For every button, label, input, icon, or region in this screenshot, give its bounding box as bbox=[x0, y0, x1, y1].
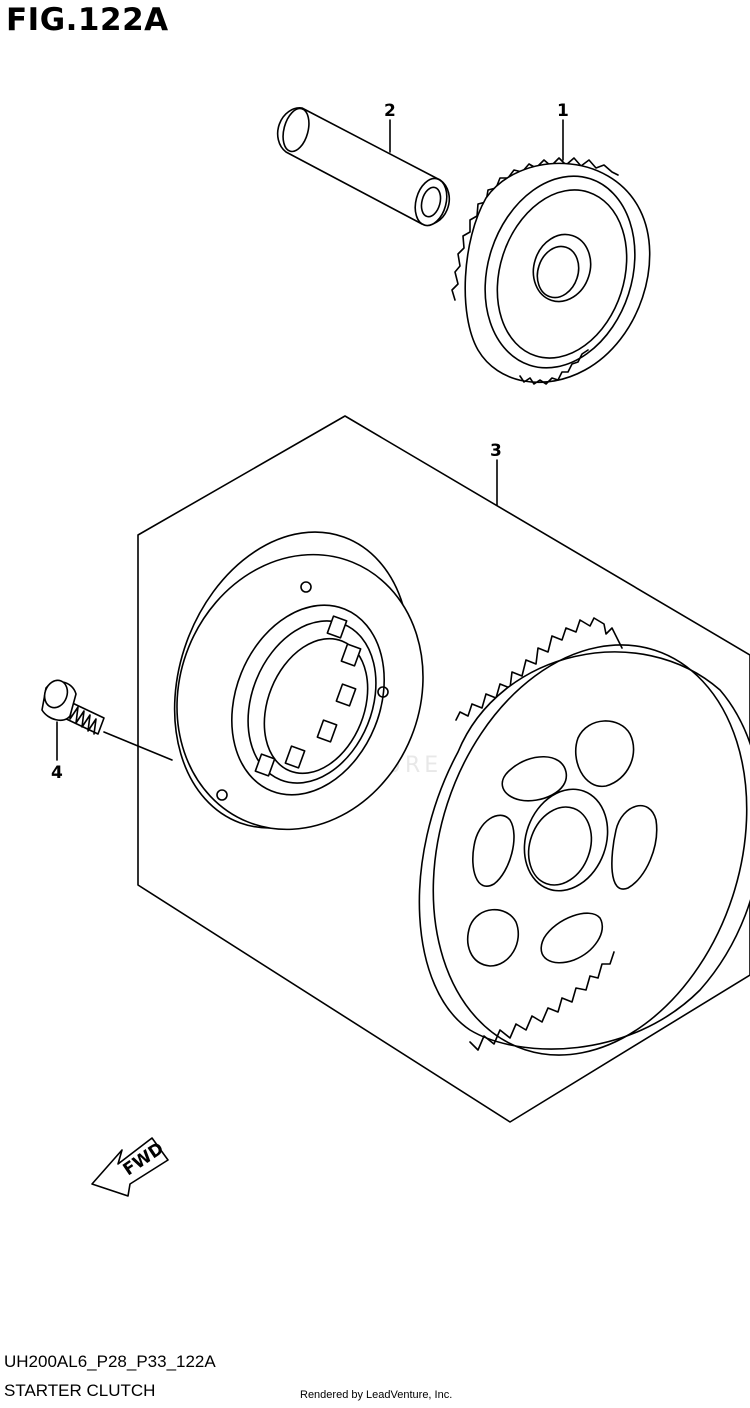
callout-3[interactable]: 3 bbox=[490, 441, 502, 461]
model-code: UH200AL6_P28_P33_122A bbox=[4, 1352, 216, 1371]
rendered-by-credit: Rendered by LeadVenture, Inc. bbox=[300, 1389, 453, 1401]
part-shaft[interactable] bbox=[276, 106, 452, 229]
assembly-box bbox=[137, 415, 750, 1123]
callout-1[interactable]: 1 bbox=[557, 101, 569, 121]
bolt-position-line bbox=[103, 731, 173, 761]
part-starter-clutch-gear[interactable] bbox=[382, 604, 750, 1096]
part-idle-gear[interactable] bbox=[451, 157, 659, 388]
part-bolt[interactable] bbox=[41, 677, 105, 735]
fwd-arrow-icon: FWD bbox=[91, 1137, 169, 1197]
part-one-way-clutch[interactable] bbox=[135, 499, 464, 867]
callout-2[interactable]: 2 bbox=[384, 101, 396, 121]
diagram-title: STARTER CLUTCH bbox=[4, 1381, 156, 1400]
figure-title: FIG.122A bbox=[6, 2, 169, 38]
callout-4[interactable]: 4 bbox=[51, 763, 63, 783]
